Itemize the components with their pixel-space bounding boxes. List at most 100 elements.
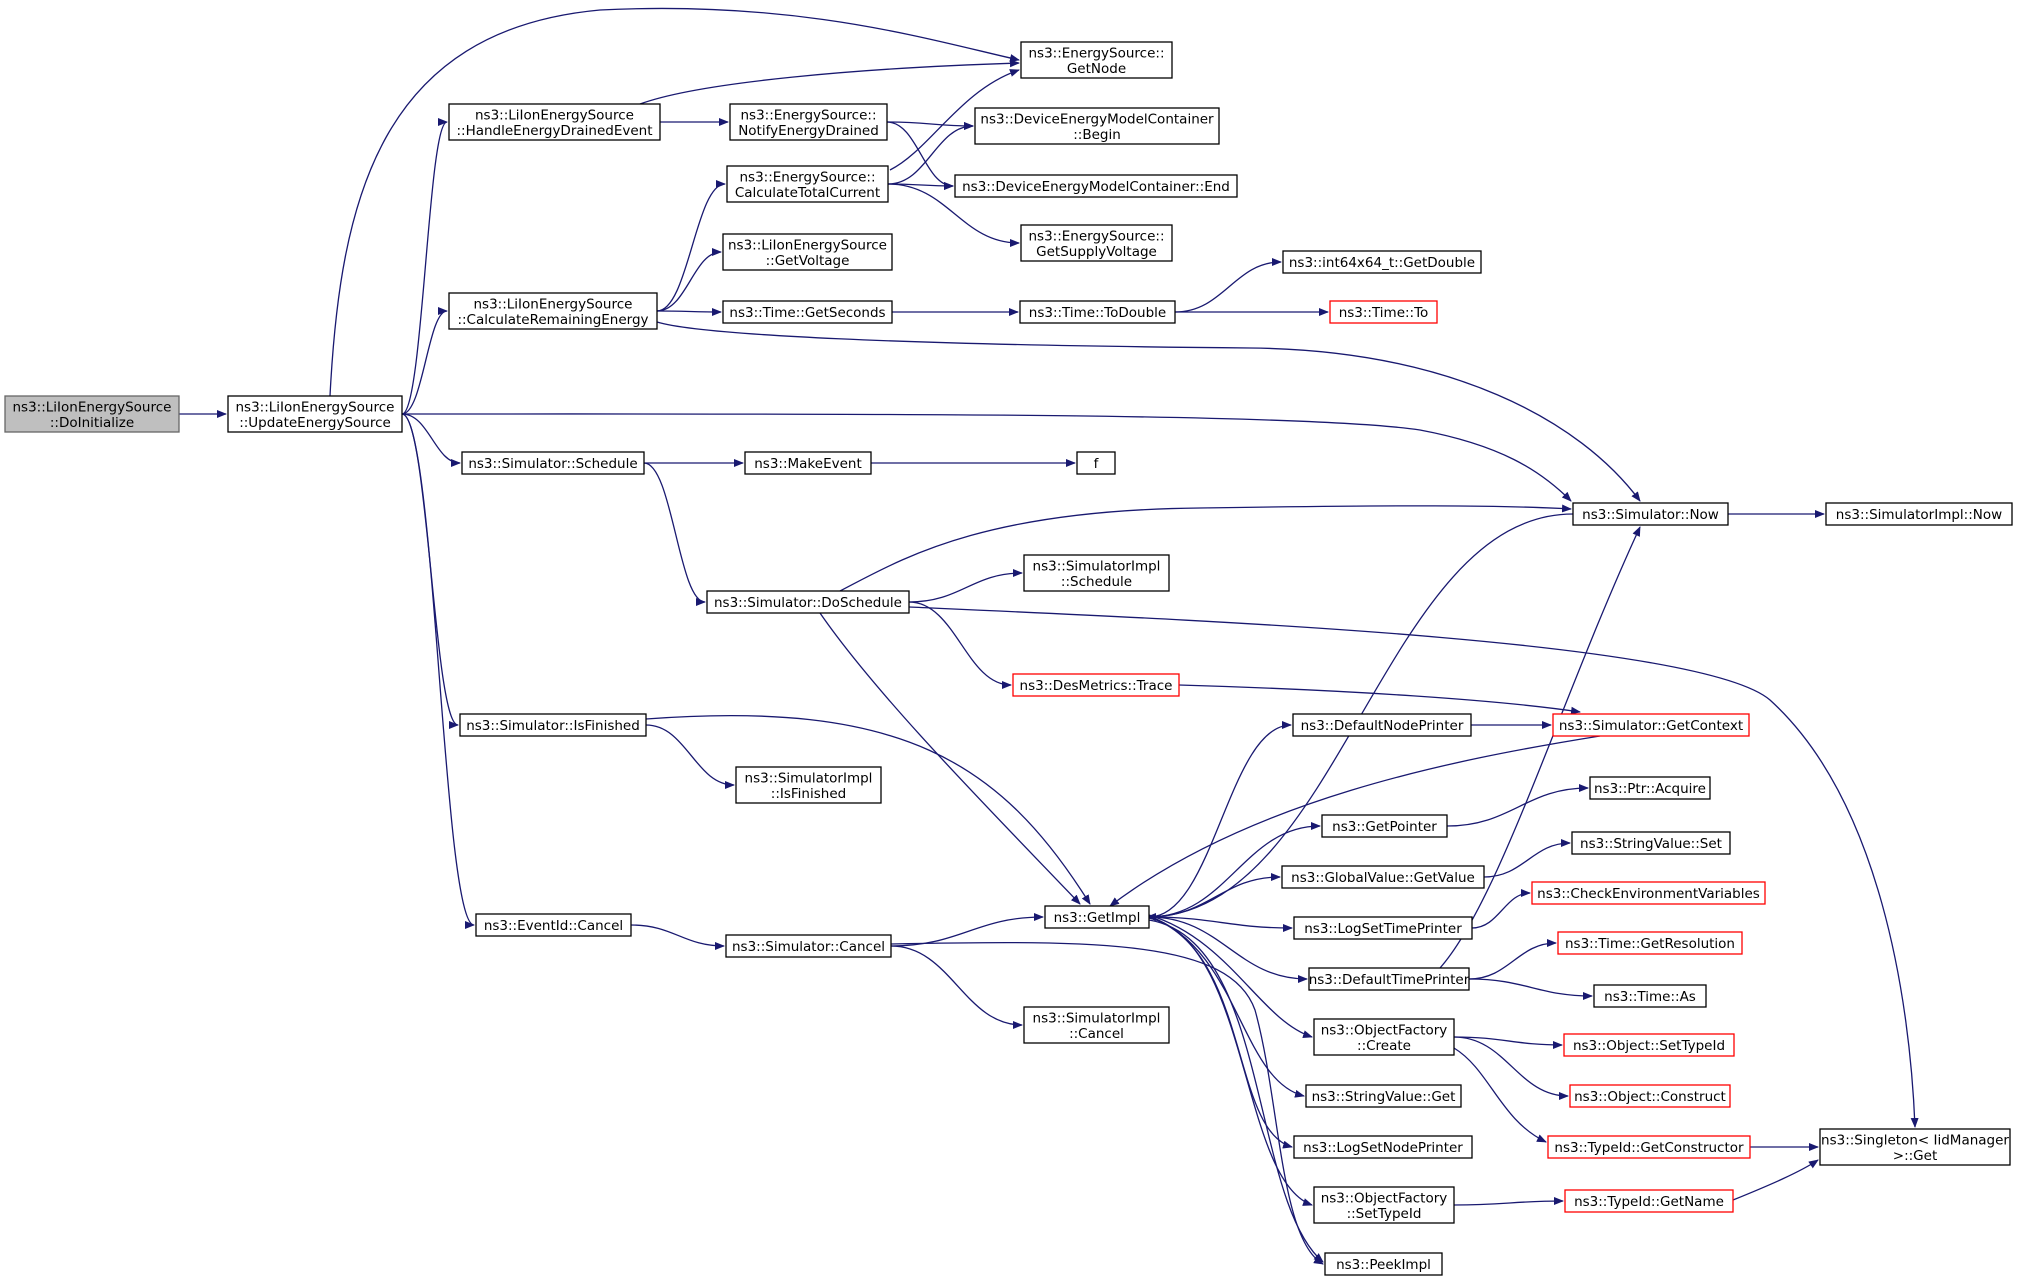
edge-doschedule-to-simnow [839,504,1572,592]
node-label: ::Schedule [1061,574,1132,590]
node-dembegin[interactable]: ns3::DeviceEnergyModelContainer::Begin [974,107,1220,145]
edge-isfinished-to-getimpl [645,714,1091,905]
node-label: ns3::Singleton< IidManager [1821,1132,2009,1148]
node-doschedule[interactable]: ns3::Simulator::DoSchedule [706,590,910,614]
node-gvgetvalue[interactable]: ns3::GlobalValue::GetValue [1281,865,1485,889]
node-box [1825,502,2013,526]
node-label: ns3::LiIonEnergySource [236,399,395,415]
node-box [1589,776,1711,800]
node-box [459,713,647,737]
node-getres[interactable]: ns3::Time::GetResolution [1557,931,1743,955]
edge-getname-to-singleton [1732,1159,1819,1201]
node-deftimeprinter[interactable]: ns3::DefaultTimePrinter [1308,967,1470,991]
node-label: f [1094,456,1100,472]
node-peekimpl[interactable]: ns3::PeekImpl [1324,1252,1443,1276]
node-simimplisfin[interactable]: ns3::SimulatorImpl::IsFinished [735,766,882,804]
node-timeas[interactable]: ns3::Time::As [1593,984,1707,1008]
edge-doschedule-to-singleton [908,606,1919,1128]
node-label: ns3::EventId::Cancel [484,918,623,934]
node-label: CalculateTotalCurrent [735,185,880,201]
node-getnode[interactable]: ns3::EnergySource::GetNode [1020,41,1173,79]
node-box [1572,502,1729,526]
node-box [1324,1252,1443,1276]
node-label: ns3::CheckEnvironmentVariables [1537,886,1760,902]
node-label: ns3::TypeId::GetName [1574,1194,1724,1210]
node-box [1569,1084,1731,1108]
node-box [1019,300,1176,324]
node-label: ns3::EnergySource:: [1028,45,1164,61]
edge-calctot-to-dembegin [887,122,974,185]
node-simcancel[interactable]: ns3::Simulator::Cancel [725,934,892,958]
node-getseconds[interactable]: ns3::Time::GetSeconds [722,300,893,324]
node-box [1313,1018,1455,1056]
node-demend[interactable]: ns3::DeviceEnergyModelContainer::End [954,174,1238,198]
node-label: ns3::MakeEvent [754,456,862,472]
node-checkenv[interactable]: ns3::CheckEnvironmentVariables [1531,881,1766,905]
node-f[interactable]: f [1076,451,1116,475]
node-logsettime[interactable]: ns3::LogSetTimePrinter [1293,916,1473,940]
node-getctor[interactable]: ns3::TypeId::GetConstructor [1547,1135,1751,1159]
node-getimpl[interactable]: ns3::GetImpl [1044,905,1150,929]
node-box [1023,554,1170,592]
edge-calctot-to-getnode [889,69,1020,171]
node-box [475,913,632,937]
edge-gvgetvalue-to-svset [1483,839,1571,878]
node-handle[interactable]: ns3::LiIonEnergySource::HandleEnergyDrai… [448,103,661,141]
node-calcrem[interactable]: ns3::LiIonEnergySource::CalculateRemaini… [448,292,658,330]
node-update[interactable]: ns3::LiIonEnergySource::UpdateEnergySour… [227,395,403,433]
node-getpointer[interactable]: ns3::GetPointer [1321,814,1448,838]
node-label: ::CalculateRemainingEnergy [457,312,648,328]
node-objsettypeid[interactable]: ns3::Object::SetTypeId [1563,1033,1735,1057]
node-label: ns3::DeviceEnergyModelContainer::End [962,179,1230,195]
node-getcontext[interactable]: ns3::Simulator::GetContext [1552,713,1750,737]
edge-getimpl-to-svget [1148,915,1305,1098]
node-timeto[interactable]: ns3::Time::To [1329,300,1438,324]
node-label: ns3::Object::SetTypeId [1573,1038,1725,1054]
node-label: ns3::ObjectFactory [1321,1022,1448,1038]
edge-update-to-evcancel [401,413,475,929]
node-svget[interactable]: ns3::StringValue::Get [1305,1084,1462,1108]
node-ofsettypeid[interactable]: ns3::ObjectFactory::SetTypeId [1313,1186,1455,1224]
node-defnodeprinter[interactable]: ns3::DefaultNodePrinter [1292,713,1472,737]
node-isfinished[interactable]: ns3::Simulator::IsFinished [459,713,647,737]
edge-evcancel-to-simcancel [630,924,725,950]
edge-simcancel-to-simimplcancel [890,945,1023,1029]
node-logsetnode[interactable]: ns3::LogSetNodePrinter [1293,1135,1473,1159]
edge-calcrem-to-getseconds [656,307,722,316]
node-label: ns3::Simulator::Now [1582,507,1719,523]
edge-ofsettypeid-to-getname [1453,1197,1564,1206]
edge-simcancel-to-peekimpl [890,941,1324,1265]
node-ofcreate[interactable]: ns3::ObjectFactory::Create [1313,1018,1455,1056]
node-ptracquire[interactable]: ns3::Ptr::Acquire [1589,776,1711,800]
node-desmetrics[interactable]: ns3::DesMetrics::Trace [1012,673,1180,697]
node-evcancel[interactable]: ns3::EventId::Cancel [475,913,632,937]
node-simnow[interactable]: ns3::Simulator::Now [1572,502,1729,526]
node-getvoltage[interactable]: ns3::LiIonEnergySource::GetVoltage [722,233,893,271]
edge-getimpl-to-getpointer [1148,822,1321,918]
node-simimplsched[interactable]: ns3::SimulatorImpl::Schedule [1023,554,1170,592]
node-box [1593,984,1707,1008]
edge-calcrem-to-getvoltage [656,248,722,312]
node-getname[interactable]: ns3::TypeId::GetName [1564,1189,1734,1213]
node-schedule[interactable]: ns3::Simulator::Schedule [461,451,645,475]
node-calctot[interactable]: ns3::EnergySource::CalculateTotalCurrent [726,165,889,203]
node-label: ns3::Object::Construct [1574,1089,1726,1105]
node-simimplnow[interactable]: ns3::SimulatorImpl::Now [1825,502,2013,526]
node-doinit[interactable]: ns3::LiIonEnergySource::DoInitialize [4,395,180,433]
node-todouble[interactable]: ns3::Time::ToDouble [1019,300,1176,324]
node-label: ns3::Simulator::Schedule [468,456,637,472]
node-notify[interactable]: ns3::EnergySource::NotifyEnergyDrained [729,103,888,141]
node-box [461,451,645,475]
edge-schedule-to-doschedule [643,462,706,606]
node-box [1281,865,1485,889]
node-makeevent[interactable]: ns3::MakeEvent [744,451,872,475]
node-label: ns3::Time::As [1604,989,1696,1005]
node-simimplcancel[interactable]: ns3::SimulatorImpl::Cancel [1023,1006,1170,1044]
node-label: ns3::LiIonEnergySource [474,296,633,312]
node-objconstruct[interactable]: ns3::Object::Construct [1569,1084,1731,1108]
edge-getimpl-to-deftimeprinter [1148,916,1308,983]
node-svset[interactable]: ns3::StringValue::Set [1571,831,1731,855]
node-singleton[interactable]: ns3::Singleton< IidManager>::Get [1819,1128,2011,1166]
node-getsupply[interactable]: ns3::EnergySource::GetSupplyVoltage [1020,224,1173,262]
node-int64getdouble[interactable]: ns3::int64x64_t::GetDouble [1282,250,1482,274]
